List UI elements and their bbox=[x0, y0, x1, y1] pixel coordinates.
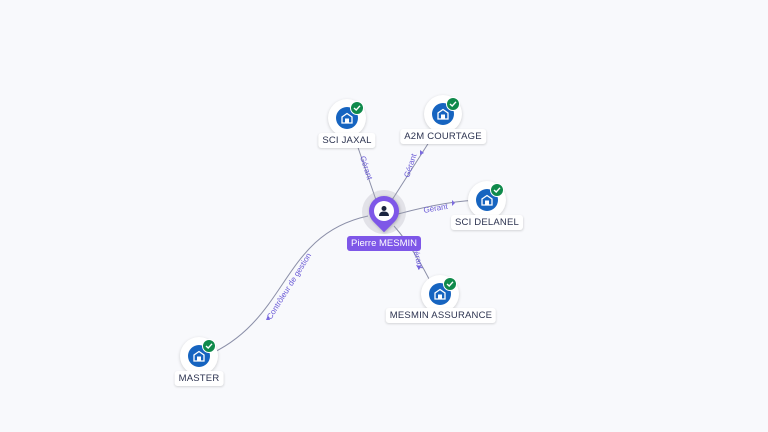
company-node-sci-jaxal[interactable] bbox=[328, 99, 366, 137]
check-icon bbox=[449, 101, 457, 107]
arrow-a2m-courtage bbox=[420, 150, 424, 155]
person-icon bbox=[379, 206, 389, 216]
building-icon bbox=[481, 194, 493, 206]
person-node[interactable] bbox=[362, 189, 406, 234]
edge-master bbox=[205, 215, 369, 357]
verified-badge bbox=[443, 277, 457, 291]
company-label-master: MASTER bbox=[174, 371, 224, 386]
edge-label-sci-delanel: Gérant bbox=[423, 202, 449, 215]
company-node-master[interactable] bbox=[180, 337, 218, 375]
arrow-mesmin-assurance bbox=[416, 265, 421, 270]
verified-badge bbox=[490, 183, 504, 197]
building-icon bbox=[193, 350, 205, 362]
check-icon bbox=[205, 343, 213, 349]
check-icon bbox=[446, 281, 454, 287]
edge-label-master: Contrôleur de gestion bbox=[265, 251, 313, 321]
check-icon bbox=[493, 187, 501, 193]
company-label-sci-jaxal: SCI JAXAL bbox=[318, 133, 376, 148]
company-node-a2m-courtage[interactable] bbox=[424, 95, 462, 133]
check-icon bbox=[353, 105, 361, 111]
company-label-mesmin-assurance: MESMIN ASSURANCE bbox=[385, 308, 497, 323]
edge-label-sci-jaxal: Gérant bbox=[358, 155, 374, 182]
arrow-master bbox=[266, 315, 270, 320]
company-node-mesmin-assurance[interactable] bbox=[421, 275, 459, 313]
company-label-sci-delanel: SCI DELANEL bbox=[451, 215, 523, 230]
company-node-sci-delanel[interactable] bbox=[468, 181, 506, 219]
building-icon bbox=[437, 108, 449, 120]
building-icon bbox=[341, 112, 353, 124]
arrow-sci-delanel bbox=[452, 200, 455, 206]
verified-badge bbox=[350, 101, 364, 115]
person-label: Pierre MESMIN bbox=[347, 236, 421, 251]
building-icon bbox=[434, 288, 446, 300]
verified-badge bbox=[202, 339, 216, 353]
edge-label-a2m-courtage: Gérant bbox=[402, 152, 418, 179]
verified-badge bbox=[446, 97, 460, 111]
company-label-a2m-courtage: A2M COURTAGE bbox=[400, 129, 486, 144]
